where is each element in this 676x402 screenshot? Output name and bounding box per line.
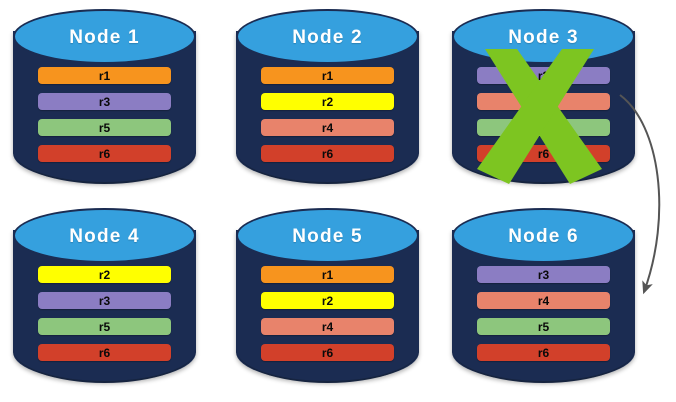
cylinder-top: Node 4 <box>13 208 196 263</box>
record-bar[interactable]: r3 <box>477 266 610 283</box>
node-cylinder-5[interactable]: r1 r2 r4 r6 Node 5 <box>236 208 419 390</box>
node-label: Node 2 <box>292 26 363 48</box>
cylinder-top: Node 1 <box>13 9 196 64</box>
record-bar[interactable]: r5 <box>477 119 610 136</box>
node-cylinder-1[interactable]: r1 r3 r5 r6 Node 1 <box>13 9 196 191</box>
record-bar[interactable]: r2 <box>38 266 171 283</box>
record-bar[interactable]: r4 <box>477 292 610 309</box>
cylinder-top: Node 3 <box>452 9 635 64</box>
record-bar[interactable]: r6 <box>477 145 610 162</box>
record-bar[interactable]: r4 <box>261 318 394 335</box>
node-label: Node 3 <box>508 26 579 48</box>
record-list: r3 r4 r5 r6 <box>477 67 610 162</box>
record-bar[interactable]: r2 <box>261 93 394 110</box>
record-list: r1 r2 r4 r6 <box>261 266 394 361</box>
record-list: r1 r2 r4 r6 <box>261 67 394 162</box>
record-bar[interactable]: r3 <box>38 93 171 110</box>
cylinder-top: Node 5 <box>236 208 419 263</box>
node-cylinder-4[interactable]: r2 r3 r5 r6 Node 4 <box>13 208 196 390</box>
record-bar[interactable]: r1 <box>38 67 171 84</box>
record-bar[interactable]: r4 <box>261 119 394 136</box>
node-label: Node 5 <box>292 225 363 247</box>
record-bar[interactable]: r3 <box>477 67 610 84</box>
record-bar[interactable]: r1 <box>261 67 394 84</box>
record-list: r3 r4 r5 r6 <box>477 266 610 361</box>
record-bar[interactable]: r6 <box>38 145 171 162</box>
record-bar[interactable]: r5 <box>38 119 171 136</box>
node-cylinder-3[interactable]: r3 r4 r5 r6 Node 3 <box>452 9 635 191</box>
record-bar[interactable]: r6 <box>38 344 171 361</box>
record-bar[interactable]: r5 <box>477 318 610 335</box>
record-bar[interactable]: r5 <box>38 318 171 335</box>
record-bar[interactable]: r4 <box>477 93 610 110</box>
cylinder-top: Node 2 <box>236 9 419 64</box>
node-cylinder-6[interactable]: r3 r4 r5 r6 Node 6 <box>452 208 635 390</box>
node-cylinder-2[interactable]: r1 r2 r4 r6 Node 2 <box>236 9 419 191</box>
record-bar[interactable]: r2 <box>261 292 394 309</box>
record-list: r1 r3 r5 r6 <box>38 67 171 162</box>
node-label: Node 4 <box>69 225 140 247</box>
record-bar[interactable]: r3 <box>38 292 171 309</box>
node-label: Node 6 <box>508 225 579 247</box>
cylinder-top: Node 6 <box>452 208 635 263</box>
record-bar[interactable]: r1 <box>261 266 394 283</box>
record-list: r2 r3 r5 r6 <box>38 266 171 361</box>
record-bar[interactable]: r6 <box>261 344 394 361</box>
node-label: Node 1 <box>69 26 140 48</box>
record-bar[interactable]: r6 <box>477 344 610 361</box>
record-bar[interactable]: r6 <box>261 145 394 162</box>
